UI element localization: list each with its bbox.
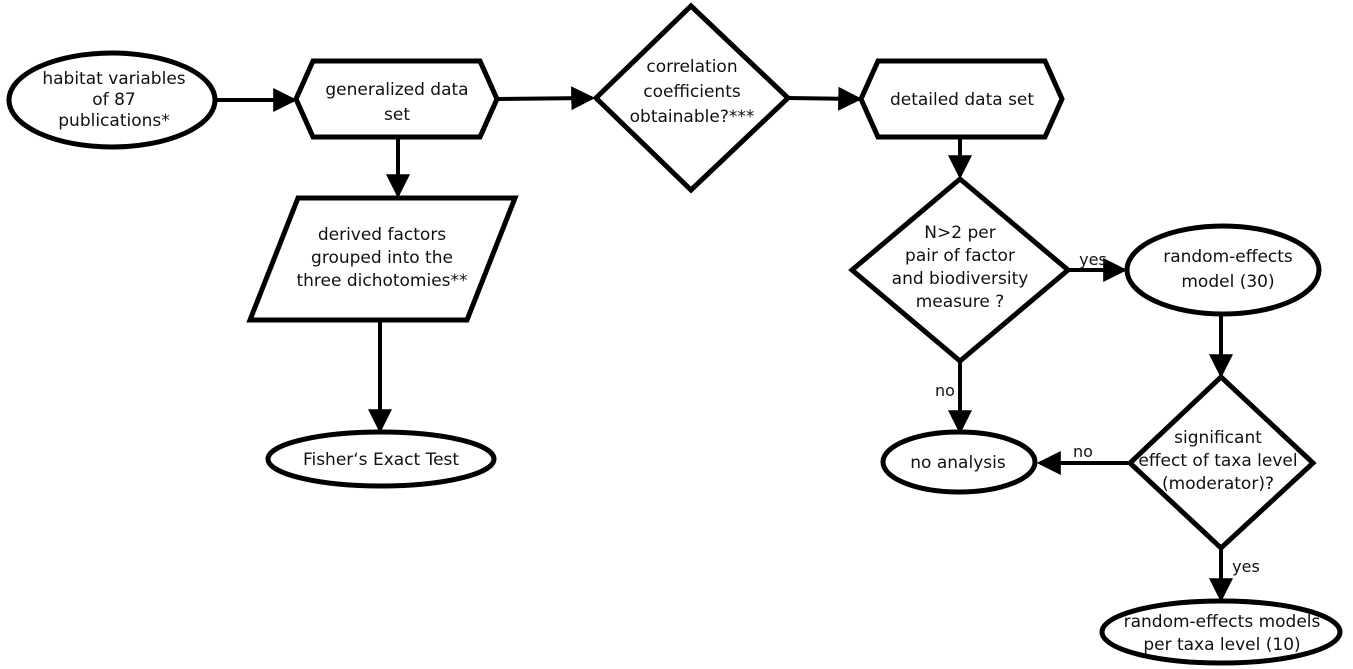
terminal-ellipse xyxy=(265,429,497,489)
node-label-line: three dichotomies** xyxy=(296,271,467,291)
edge-label-yes: yes xyxy=(1232,557,1260,576)
node-label-line: random-effects xyxy=(1163,247,1293,267)
node-label-line: grouped into the xyxy=(311,248,453,268)
data-parallelogram xyxy=(246,195,519,323)
node-label-line: measure ? xyxy=(916,292,1005,312)
edge-labels: yes no no yes xyxy=(935,250,1260,576)
edge-label-no: no xyxy=(1073,442,1093,461)
node-generalized-data-set: generalized data set xyxy=(293,58,500,140)
node-label-line: and biodiversity xyxy=(892,269,1029,289)
node-significant-decision: significant effect of taxa level (moderato… xyxy=(1126,373,1317,552)
node-label-line: publications* xyxy=(58,111,170,131)
node-random-effects-per-taxa: random-effects models per taxa level (10) xyxy=(1099,598,1343,666)
node-label: generalized data set xyxy=(325,80,468,125)
node-label-line: N>2 per xyxy=(924,223,995,243)
node-label-line: no analysis xyxy=(910,453,1006,473)
decision-diamond xyxy=(592,2,792,194)
node-label-line: (moderator)? xyxy=(1162,474,1274,494)
node-label-line: correlation xyxy=(646,57,737,77)
node-label-line: coefficients xyxy=(643,82,741,102)
node-label: random-effects models per taxa level (10) xyxy=(1124,612,1321,655)
edges xyxy=(216,86,1233,603)
node-label-line: pair of factor xyxy=(905,246,1015,266)
node-label: detailed data set xyxy=(890,90,1034,110)
node-label-line: generalized data xyxy=(325,80,468,100)
terminal-ellipse xyxy=(6,50,218,150)
node-label-line: detailed data set xyxy=(890,90,1034,110)
node-fishers-exact-test: Fisher‘s Exact Test xyxy=(265,429,497,489)
node-label: Fisher‘s Exact Test xyxy=(303,450,459,470)
node-label: significant effect of taxa level (moderato… xyxy=(1138,428,1297,494)
node-label-line: model (30) xyxy=(1181,272,1274,292)
decision-diamond xyxy=(848,175,1072,365)
node-label-line: effect of taxa level xyxy=(1138,451,1297,471)
node-label-line: set xyxy=(384,105,410,125)
node-label-line: random-effects models xyxy=(1124,612,1321,632)
node-detailed-data-set: detailed data set xyxy=(858,58,1065,140)
decision-diamond xyxy=(1126,373,1317,552)
node-no-analysis: no analysis xyxy=(880,429,1038,495)
node-label-line: obtainable?*** xyxy=(630,107,755,127)
node-correlation-decision: correlation coefficients obtainable?*** xyxy=(592,2,792,194)
node-label: random-effects model (30) xyxy=(1163,247,1293,292)
node-label-line: derived factors xyxy=(318,225,446,245)
edge-correlation-to-detailed xyxy=(787,86,863,111)
node-label: correlation coefficients obtainable?*** xyxy=(630,57,755,127)
edge-generalized-to-correlation xyxy=(496,86,596,111)
node-n-check-decision: N>2 per pair of factor and biodiversity mea… xyxy=(848,175,1072,365)
node-label: derived factors grouped into the three dic… xyxy=(296,225,467,291)
node-label-line: per taxa level (10) xyxy=(1143,635,1300,655)
node-label-line: habitat variables xyxy=(42,69,185,89)
node-label: N>2 per pair of factor and biodiversity mea… xyxy=(892,223,1029,312)
node-label-line: of 87 xyxy=(92,90,135,110)
process-hexagon xyxy=(858,58,1065,140)
node-label-line: significant xyxy=(1174,428,1262,448)
node-label: no analysis xyxy=(910,453,1006,473)
terminal-ellipse xyxy=(880,429,1038,495)
process-hexagon xyxy=(293,58,500,140)
node-random-effects-model: random-effects model (30) xyxy=(1124,223,1322,317)
terminal-ellipse xyxy=(1124,223,1322,317)
edge-label-yes: yes xyxy=(1079,250,1107,269)
edge-label-no: no xyxy=(935,381,955,400)
terminal-ellipse xyxy=(1099,598,1343,666)
node-derived-factors: derived factors grouped into the three dic… xyxy=(246,195,519,323)
node-label-line: Fisher‘s Exact Test xyxy=(303,450,459,470)
